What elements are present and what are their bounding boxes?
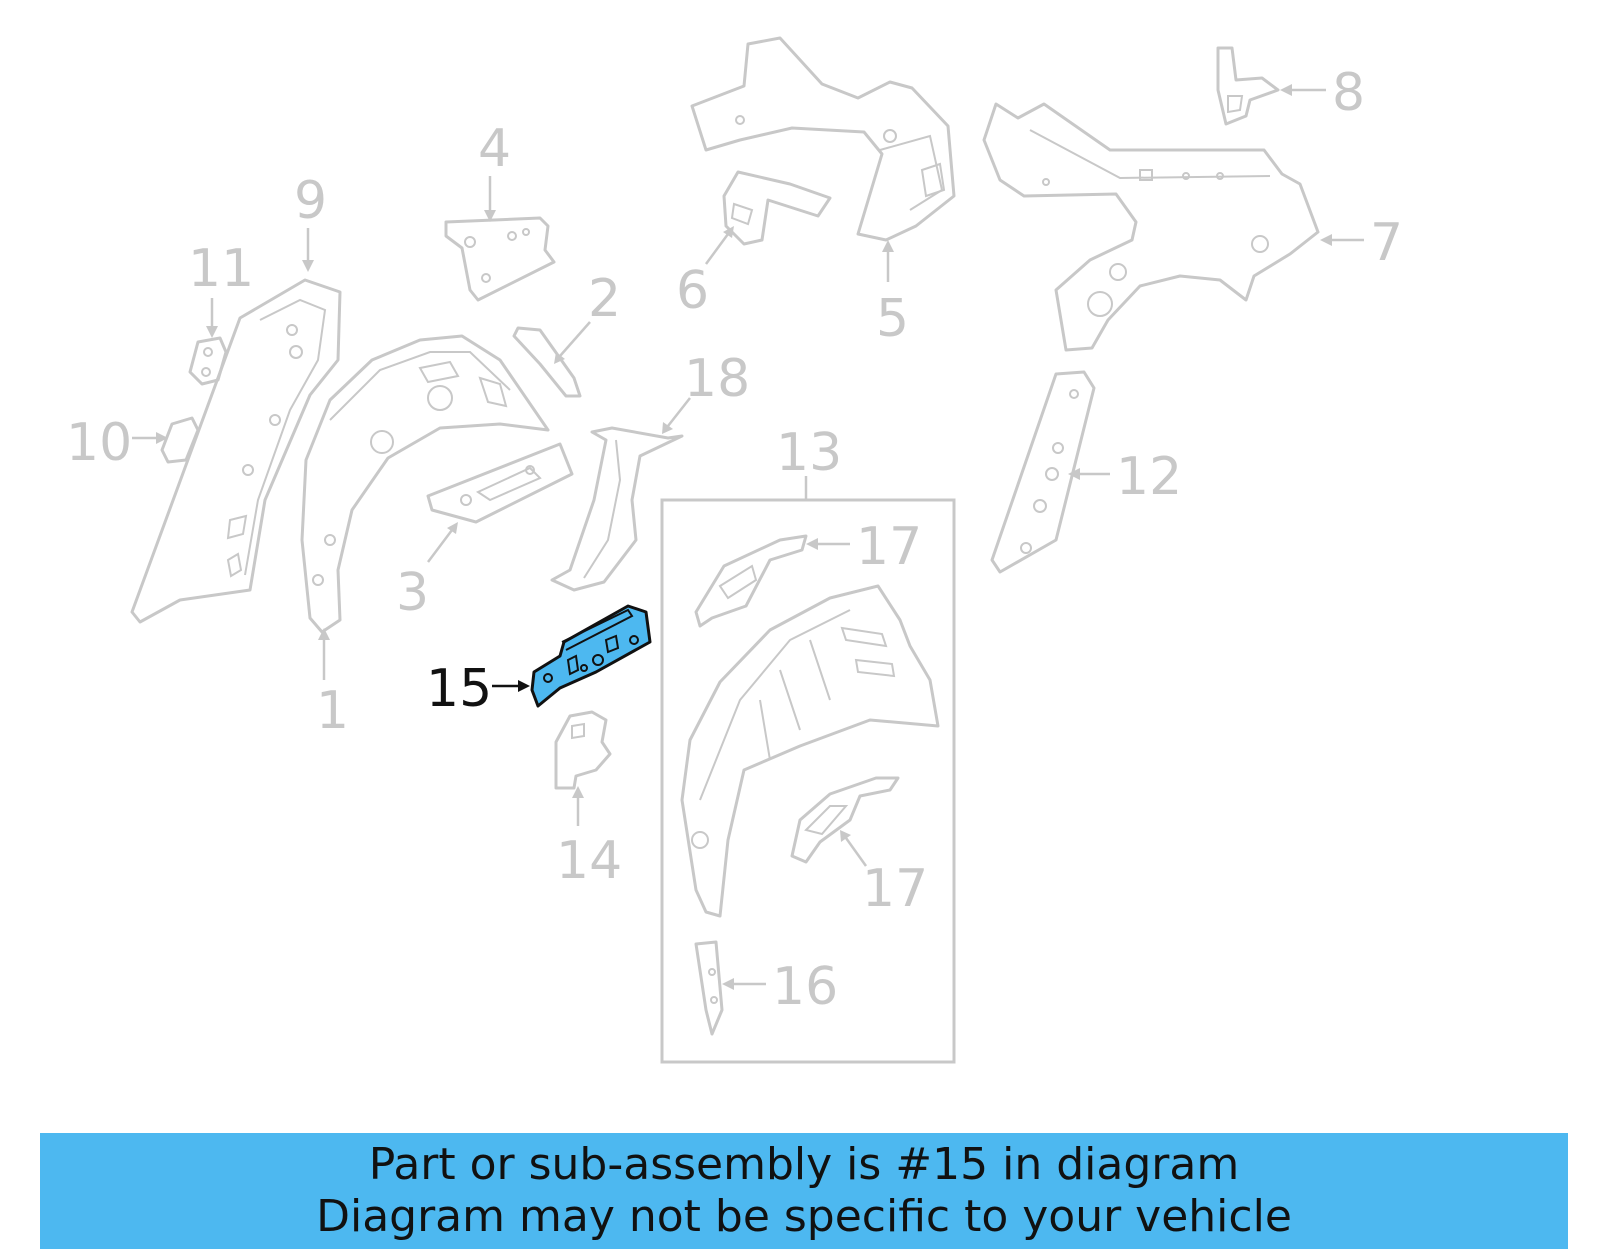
part-16-plate[interactable]: [694, 940, 724, 1036]
callout-15[interactable]: 15: [426, 659, 492, 719]
part-6-bracket[interactable]: [722, 170, 832, 246]
part-1-wheelhouse-outer[interactable]: [300, 334, 550, 634]
part-2-gusset[interactable]: [512, 326, 582, 398]
callout-17-upper: 17: [856, 517, 922, 577]
part-10-cap[interactable]: [160, 416, 200, 464]
callout-11: 11: [188, 239, 254, 299]
callout-8: 8: [1332, 63, 1365, 123]
part-17-lower[interactable]: [790, 776, 900, 864]
callout-3: 3: [396, 563, 429, 623]
part-14-bracket[interactable]: [554, 710, 612, 790]
callout-12: 12: [1116, 447, 1182, 507]
info-banner: Part or sub-assembly is #15 in diagram D…: [40, 1133, 1568, 1249]
part-9-pillar[interactable]: [130, 278, 342, 624]
callout-10: 10: [66, 413, 132, 473]
part-12-pillar[interactable]: [990, 370, 1096, 574]
assembly-13-box: [660, 498, 956, 1064]
callout-14: 14: [556, 831, 622, 891]
callout-6: 6: [676, 261, 709, 321]
callout-16: 16: [772, 957, 838, 1017]
banner-line-part: Part or sub-assembly is #15 in diagram: [368, 1139, 1240, 1190]
callout-17-lower: 17: [862, 859, 928, 919]
callout-2: 2: [588, 269, 621, 329]
callout-4: 4: [478, 119, 511, 179]
callout-13: 13: [776, 423, 842, 483]
callout-1: 1: [316, 681, 349, 741]
part-13-wheelhouse-inner[interactable]: [680, 584, 940, 918]
callout-18: 18: [684, 349, 750, 409]
part-17-upper[interactable]: [694, 534, 808, 628]
part-4-bracket[interactable]: [444, 216, 556, 302]
part-8-bracket[interactable]: [1216, 46, 1280, 126]
parts-diagram: 1 2 3 4 5 6 7 8 9 10 11 12 13 14 15 16 1…: [66, 36, 1403, 1064]
part-15-highlighted[interactable]: [530, 604, 652, 708]
part-18-brace[interactable]: [550, 426, 684, 592]
callout-9: 9: [294, 171, 327, 231]
callout-7: 7: [1370, 213, 1403, 273]
banner-line-disclaimer: Diagram may not be specific to your vehi…: [316, 1191, 1292, 1242]
part-3-reinforcement[interactable]: [426, 442, 574, 524]
part-7-quarter-inner[interactable]: [982, 102, 1320, 352]
part-5-rail[interactable]: [690, 36, 956, 242]
part-11-bracket[interactable]: [188, 336, 228, 386]
callout-5: 5: [876, 289, 909, 349]
leader-lines: [132, 84, 1364, 990]
